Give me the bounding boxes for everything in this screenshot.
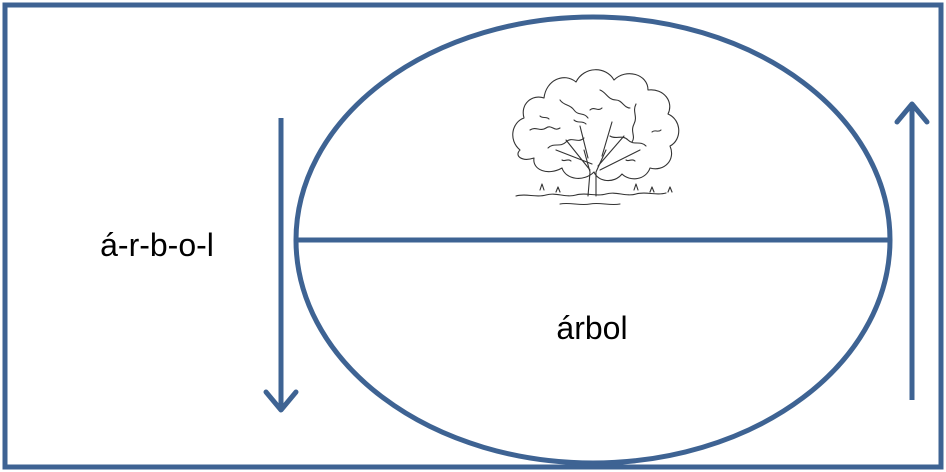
whole-word-label: árbol [556,310,627,346]
segmented-word-label: á-r-b-o-l [100,227,214,263]
up-arrow [894,101,930,400]
tree-icon [512,69,680,206]
down-arrow [263,118,299,413]
